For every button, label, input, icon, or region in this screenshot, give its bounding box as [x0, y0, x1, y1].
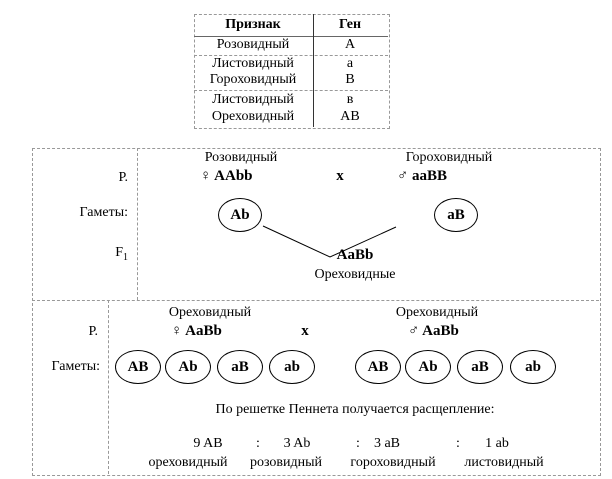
column-divider: [137, 148, 138, 300]
gamete-ellipse: ab: [510, 350, 556, 384]
ratio-phenotype: гороховидный: [350, 455, 436, 470]
table-cell-gene: а: [346, 56, 354, 71]
p-label: Р.: [118, 170, 128, 185]
f1-label-text: F: [115, 245, 123, 260]
ratio-separator: :: [256, 436, 260, 451]
table-cell-trait: Листовидный: [212, 92, 294, 107]
f1-genotype: AaBb: [336, 247, 374, 263]
table-cell-gene: В: [345, 72, 355, 87]
table-cell-trait: Ореховидный: [211, 109, 295, 124]
gamete-ellipse: Ab: [165, 350, 211, 384]
cross-sign: x: [336, 168, 344, 184]
ratio-separator: :: [456, 436, 460, 451]
table-cell-gene: АВ: [340, 109, 360, 124]
ratio-value: 9 AB: [193, 436, 223, 451]
female-genotype: ♀ AAbb: [200, 168, 253, 184]
gamete-ellipse: aB: [457, 350, 503, 384]
male-phenotype: Гороховидный: [405, 150, 493, 165]
table-header-gene: Ген: [338, 17, 362, 32]
ratio-separator: :: [356, 436, 360, 451]
gametes-label: Гаметы:: [79, 205, 128, 220]
f1-phenotype: Ореховидные: [314, 267, 396, 282]
gamete-ellipse: Ab: [405, 350, 451, 384]
male-genotype: ♂ aaBB: [397, 168, 448, 184]
table-header-trait: Признак: [225, 17, 281, 32]
gamete-ellipse: AB: [355, 350, 401, 384]
column-divider: [108, 300, 109, 474]
table-header-divider: [194, 36, 388, 37]
table-column-divider: [313, 14, 314, 127]
table-cell-trait: Гороховидный: [209, 72, 297, 87]
f1-label-subscript: 1: [123, 251, 128, 263]
gamete-connector-line: [262, 225, 397, 258]
female-phenotype: Ореховидный: [168, 305, 252, 320]
scheme-frame: [32, 148, 601, 476]
ratio-value: 1 ab: [485, 436, 509, 451]
gametes-label: Гаметы:: [51, 359, 100, 374]
punnett-text: По решетке Пеннета получается расщеплени…: [215, 402, 495, 417]
ratio-value: 3 aB: [373, 436, 401, 451]
ratio-phenotype: розовидный: [249, 455, 323, 470]
female-phenotype: Розовидный: [204, 150, 278, 165]
table-border: [194, 14, 390, 129]
cross-sign: x: [301, 323, 309, 339]
table-row-divider: [194, 90, 388, 91]
gamete-ellipse: aB: [217, 350, 263, 384]
male-phenotype: Ореховидный: [395, 305, 479, 320]
ratio-value: 3 Ab: [283, 436, 311, 451]
ratio-phenotype: листовидный: [464, 455, 544, 470]
p-label: Р.: [88, 324, 98, 339]
table-cell-trait: Листовидный: [212, 56, 294, 71]
table-row-divider: [194, 55, 388, 56]
f1-label: F1: [115, 245, 128, 266]
ratio-phenotype: ореховидный: [148, 455, 228, 470]
gamete-ellipse: AB: [115, 350, 161, 384]
gamete-ellipse: ab: [269, 350, 315, 384]
female-genotype: ♀ AaBb: [171, 323, 222, 339]
table-cell-gene: А: [344, 37, 356, 52]
table-cell-gene: в: [346, 92, 354, 107]
gamete-ellipse: aB: [434, 198, 478, 232]
section-divider: [32, 300, 599, 301]
table-cell-trait: Розовидный: [216, 37, 290, 52]
gamete-ellipse: Ab: [218, 198, 262, 232]
male-genotype: ♂ AaBb: [408, 323, 459, 339]
